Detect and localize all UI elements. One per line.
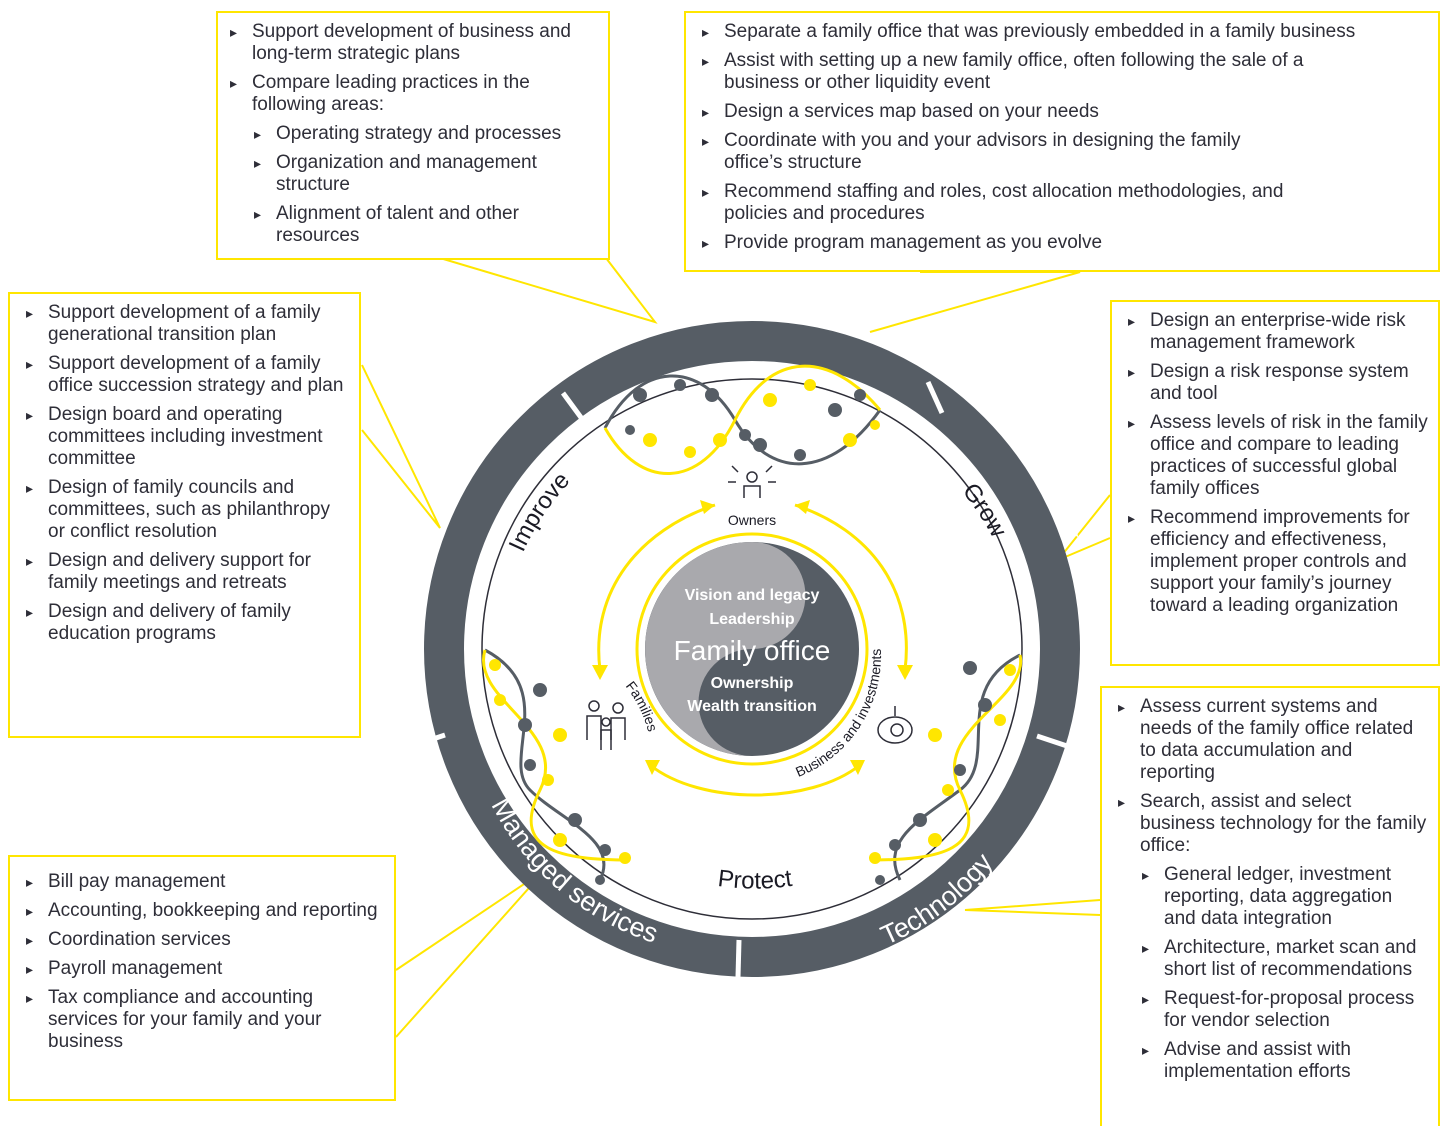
family-office-center: Vision and legacy Leadership Family offi… xyxy=(635,532,869,766)
strategy-setup-item: Recommend staffing and roles, cost alloc… xyxy=(700,181,1428,225)
strategy-setup-item: Design a services map based on your need… xyxy=(700,101,1428,123)
callout-managed-services: Bill pay management Accounting, bookkeep… xyxy=(8,855,396,1101)
ring-label-governance: Governance xyxy=(389,512,428,669)
center-leadership: Leadership xyxy=(709,611,795,628)
technology-subitem: Advise and assist with implementation ef… xyxy=(1140,1039,1428,1083)
dna-helix-top xyxy=(603,364,882,475)
owners-icon xyxy=(728,465,776,498)
managed-item: Bill pay management xyxy=(24,871,384,893)
label-owners: Owners xyxy=(728,512,776,528)
strategy-plans-item: Support development of business and long… xyxy=(228,21,598,65)
governance-item: Design and delivery of family education … xyxy=(24,601,349,645)
arrow-heads xyxy=(592,500,913,775)
governance-item: Support development of a family office s… xyxy=(24,353,349,397)
managed-item: Payroll management xyxy=(24,958,384,980)
outer-ring xyxy=(411,321,1080,978)
strategy-setup-item: Assist with setting up a new family offi… xyxy=(700,50,1428,94)
center-ownership: Ownership xyxy=(711,675,794,692)
technology-subitem: General ledger, investment reporting, da… xyxy=(1140,864,1428,930)
callout-technology: Assess current systems and needs of the … xyxy=(1100,686,1440,1126)
callout-risk: Design an enterprise-wide risk managemen… xyxy=(1110,300,1440,666)
risk-item: Assess levels of risk in the family offi… xyxy=(1126,412,1428,500)
risk-item: Design a risk response system and tool xyxy=(1126,361,1428,405)
strategy-plans-subitem: Organization and management structure xyxy=(252,152,598,196)
inner-circle xyxy=(481,378,1023,920)
managed-item: Tax compliance and accounting services f… xyxy=(24,987,384,1053)
technology-item: Search, assist and select business techn… xyxy=(1116,791,1428,857)
callout-strategy-plans: Support development of business and long… xyxy=(216,11,610,260)
strategy-plans-subitem: Operating strategy and processes xyxy=(252,123,598,145)
governance-item: Design board and operating committees in… xyxy=(24,404,349,470)
cycle-arrows xyxy=(597,503,908,797)
strategy-setup-item: Provide program management as you evolve xyxy=(700,232,1428,254)
strategy-plans-item: Compare leading practices in the followi… xyxy=(228,72,598,116)
families-icon xyxy=(586,700,626,750)
callout-strategy-setup: Separate a family office that was previo… xyxy=(684,11,1440,272)
governance-item: Support development of a family generati… xyxy=(24,302,349,346)
technology-subitem: Request-for-proposal process for vendor … xyxy=(1140,988,1428,1032)
managed-item: Coordination services xyxy=(24,929,384,951)
risk-item: Recommend improvements for efficiency an… xyxy=(1126,507,1428,617)
technology-subitem: Architecture, market scan and short list… xyxy=(1140,937,1428,981)
piggy-bank-icon xyxy=(877,706,913,744)
technology-item: Assess current systems and needs of the … xyxy=(1116,696,1428,784)
strategy-setup-item: Coordinate with you and your advisors in… xyxy=(700,130,1428,174)
risk-item: Design an enterprise-wide risk managemen… xyxy=(1126,310,1428,354)
callout-governance: Support development of a family generati… xyxy=(8,292,361,738)
governance-item: Design of family councils and committees… xyxy=(24,477,349,543)
managed-item: Accounting, bookkeeping and reporting xyxy=(24,900,384,922)
center-title: Family office xyxy=(674,635,831,666)
governance-item: Design and delivery support for family m… xyxy=(24,550,349,594)
strategy-setup-item: Separate a family office that was previo… xyxy=(700,21,1428,43)
center-wealth: Wealth transition xyxy=(687,698,817,715)
dna-helix-left xyxy=(481,648,631,885)
center-vision: Vision and legacy xyxy=(685,587,820,604)
label-protect: Protect xyxy=(716,865,794,895)
strategy-plans-subitem: Alignment of talent and other resources xyxy=(252,203,598,247)
dna-helix-right xyxy=(869,653,1023,885)
